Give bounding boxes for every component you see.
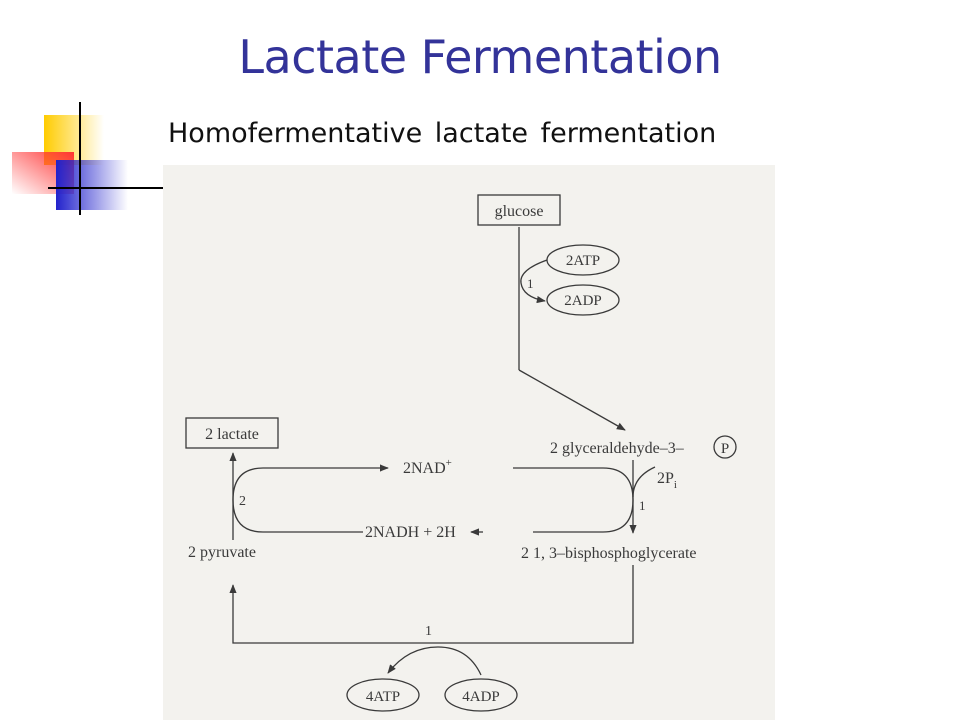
fermentation-pathway-figure: glucose 2ATP 2ADP 1 2 glyceraldehyde–3– … <box>163 165 775 720</box>
atp-consumption-arc <box>520 259 548 304</box>
pyruvate-label: 2 pyruvate <box>188 544 256 561</box>
step-label-ldh: 2 <box>239 494 246 509</box>
nad-label: 2NAD+ <box>403 457 452 477</box>
g3p-label: 2 glyceraldehyde–3– <box>550 440 685 457</box>
pi-subscript: i <box>674 479 677 491</box>
decorative-ornament <box>12 102 168 215</box>
bpg-label: 2 1, 3–bisphosphoglycerate <box>521 545 697 562</box>
bpg-to-pyruvate-path <box>229 565 634 644</box>
lactate-box <box>185 417 279 449</box>
nad-main: 2NAD <box>403 460 446 477</box>
slide-title: Lactate Fermentation <box>238 30 722 84</box>
atp-in-label: 2ATP <box>566 253 600 269</box>
step-label-pyruvate-kinase: 1 <box>425 624 432 639</box>
atp-out-oval <box>346 678 420 712</box>
slide-subtitle: Homofermentative lactate fermentation <box>168 118 717 149</box>
adp-in-label: 4ADP <box>462 689 500 705</box>
adp-in-oval <box>444 678 518 712</box>
figure-background <box>163 165 775 720</box>
pi-main: 2P <box>657 470 674 487</box>
ornament-blue-square <box>56 160 128 210</box>
atp-generation-arc <box>387 646 482 676</box>
nadh-label: 2NADH + 2H <box>365 524 456 541</box>
phosphate-symbol: P <box>721 441 729 457</box>
glucose-to-g3p-arrow <box>518 369 626 431</box>
phosphate-circle <box>713 435 737 459</box>
nad-superscript: + <box>446 457 452 469</box>
pi-label: 2Pi <box>657 470 677 491</box>
step-label-hexokinase: 1 <box>527 276 534 291</box>
adp-out-oval <box>546 284 620 316</box>
step-label-glycolysis: 1 <box>639 498 646 513</box>
nad-loop-right <box>513 467 634 533</box>
adp-out-label: 2ADP <box>564 293 602 309</box>
atp-out-label: 4ATP <box>366 689 400 705</box>
glucose-label: glucose <box>495 203 544 220</box>
lactate-label: 2 lactate <box>205 426 259 443</box>
glucose-box <box>477 194 561 226</box>
